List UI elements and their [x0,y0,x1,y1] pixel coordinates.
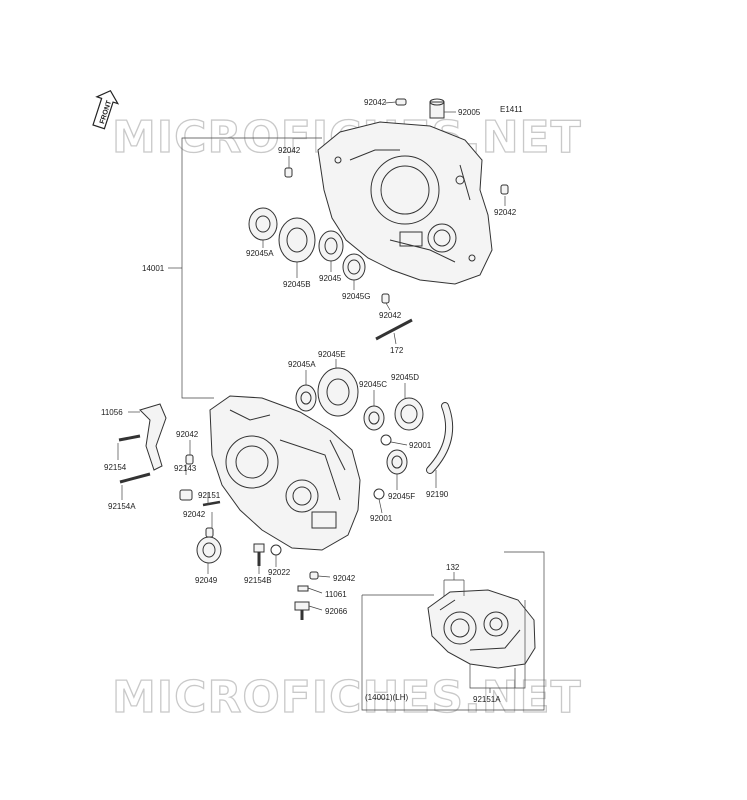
lower-crankcase-half [209,395,361,551]
washer-92022 [270,544,282,556]
inset-crankcase [427,589,536,669]
label-92042-top: 92042 [364,98,387,107]
dowel-pin-92042-d [185,454,194,465]
plug-92001-b [373,488,385,500]
dowel-pin-92042-a [284,167,293,178]
seal-92049 [196,536,222,564]
bearing-92045d [394,397,424,431]
part-labels: 92042 92005 E1411 92042 92042 92045A 920… [101,98,523,704]
bearing-92045e [317,367,359,417]
label-92001-a: 92001 [409,441,432,450]
bracket-11056 [139,403,167,471]
bolt-92066 [294,601,310,620]
inset-box [361,551,545,711]
label-92001-b: 92001 [370,514,393,523]
label-92042-d: 92042 [176,430,199,439]
label-92045e: 92045E [318,350,346,359]
bearing-92045a-mid [295,384,317,412]
label-92045a-mid: 92045A [288,360,316,369]
bolt-92154b [253,543,265,566]
label-92154b: 92154B [244,576,272,585]
bearing-92045b [278,217,316,263]
label-11056: 11056 [101,408,123,417]
bolt-92151 [202,500,221,507]
bearing-92045c [363,405,385,431]
label-11061: 11061 [325,590,347,599]
label-92042-b: 92042 [494,208,517,217]
label-92045: 92045 [319,274,342,283]
label-92045b: 92045B [283,280,311,289]
label-92042-f: 92042 [333,574,356,583]
label-172: 172 [390,346,404,355]
bolt-92154a [119,472,151,484]
collar-92143 [179,489,193,501]
gasket-11061 [297,585,309,592]
label-92190: 92190 [426,490,449,499]
label-92154a: 92154A [108,502,136,511]
upper-crankcase-half [317,121,493,285]
label-14001: 14001 [142,264,165,273]
label-92154: 92154 [104,463,127,472]
label-inset-caption: (14001)(LH) [365,693,408,702]
plug-92001-a [380,434,392,446]
label-92045a-top: 92045A [246,249,274,258]
label-92066: 92066 [325,607,348,616]
label-92151: 92151 [198,491,221,500]
label-92045f: 92045F [388,492,415,501]
plug-92005 [429,98,445,119]
label-92022: 92022 [268,568,291,577]
dowel-pin-92042-c [381,293,390,304]
label-92045c: 92045C [359,380,387,389]
label-92151a: 92151A [473,695,501,704]
seal-92045f [386,449,408,475]
label-92042-e: 92042 [183,510,206,519]
label-92049: 92049 [195,576,218,585]
label-92042-a: 92042 [278,146,301,155]
label-92045g: 92045G [342,292,370,301]
watermark-bottom: MICROFICHES.NET [112,672,582,723]
label-92042-c: 92042 [379,311,402,320]
label-92143: 92143 [174,464,197,473]
dowel-pin-92042-f [309,571,319,580]
stud-172 [375,318,413,341]
bearing-92045a-upper [248,207,278,241]
bolt-92154 [118,434,141,442]
leader-lines [117,101,506,611]
label-92045d: 92045D [391,373,419,382]
label-132: 132 [446,563,460,572]
bearing-92045g [342,253,366,281]
label-e1411: E1411 [500,105,523,114]
bearing-92045 [318,230,344,262]
dowel-pin-92042-b [500,184,509,195]
dowel-pin-92042-e [205,527,214,538]
dowel-pin-92042-top [395,98,407,106]
label-92005: 92005 [458,108,481,117]
